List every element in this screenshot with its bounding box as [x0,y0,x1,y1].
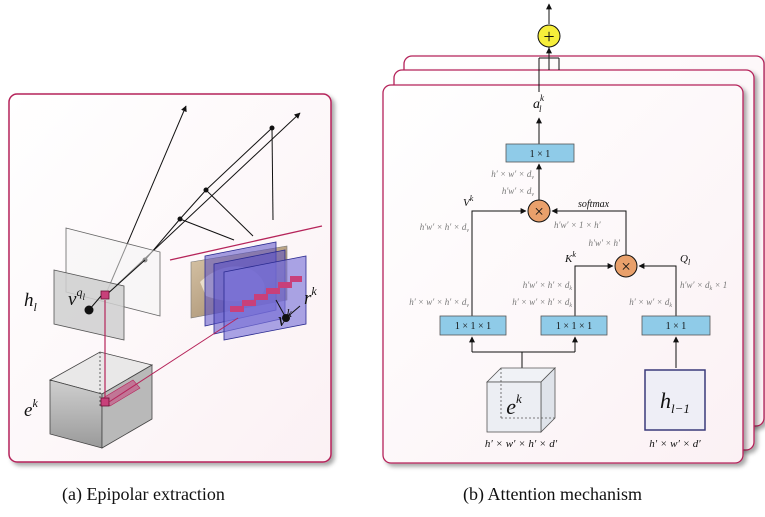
label-vk-b: Vk [463,194,474,209]
conv-v-block [439,315,507,336]
q-branch-arrow [638,263,677,316]
epipolar-samples [230,276,302,312]
query-to-target-line [108,317,239,403]
v-branch-arrow [471,208,527,316]
softmax-arrow [551,208,627,255]
dim-softmax: h′w′ × 1 × h′ [554,220,602,230]
dim-v-2: h′ × w′ × h′ × dv [409,297,469,309]
label-rk: rk [304,284,317,309]
cube-query-cell [100,397,110,407]
input-hl-1 [644,369,706,431]
conv-q-label: 1 × 1 [666,321,687,332]
label-hl-1: hl−1 [660,388,690,416]
feature-map-hl [53,269,125,341]
input-arrows [469,336,679,368]
conv-v-label: 1 × 1 × 1 [455,321,491,332]
label-vk: vk [278,306,292,331]
ek-dim: h′ × w′ × h′ × d′ [485,438,558,450]
conv-k-block [540,315,608,336]
hl-1-dim: h′ × w′ × d′ [649,438,701,450]
label-kk: Kk [564,250,576,265]
dim-k-1: h′w′ × h′ × dk [523,280,573,292]
panel-b-card-front [382,84,744,464]
linear-out-label: 1 × 1 [530,149,551,160]
dim-q-2: h′ × w′ × dk [629,297,672,309]
dim-v-1: h′w′ × h′ × dv [420,222,470,234]
label-ql: Ql [680,253,691,267]
query-cell [100,290,110,300]
softmax-label: softmax [578,199,610,210]
sum-node [537,24,561,48]
matmul-symbol-low: × [621,257,631,276]
matmul-node-low [614,254,638,278]
label-ek-b: ek [506,391,522,419]
conv-k-label: 1 × 1 × 1 [556,321,592,332]
matmul-symbol-top: × [534,202,544,221]
input-cube-ek [486,367,556,433]
label-hl: hl [24,290,38,314]
epipolar-line [169,225,323,261]
panel-a: hl vql ek rk vk [8,93,332,463]
k-branch-arrow [574,263,614,316]
feature-stack-rk [204,241,307,341]
conv-q-block [641,315,711,336]
dim-mul: h′w′ × h′ [589,238,622,248]
ray-through-hl [104,259,146,297]
caption-attention-mechanism: (b) Attention mechanism [463,484,642,504]
dim-k-2: h′ × w′ × h′ × dk [512,297,572,309]
dim-out-2: h′w′ × dv [502,186,535,198]
sum-arrows [538,3,560,92]
sum-symbol: + [543,26,554,48]
dim-out-1: h′ × w′ × dv [491,169,534,181]
linear-out-block [505,143,575,163]
matmul-node-top [527,199,551,223]
label-vq: vql [68,285,85,310]
label-ek: ek [24,396,38,421]
volume-cube-ek [48,351,154,449]
dim-q-1: h′w′ × dk × 1 [680,280,727,292]
caption-epipolar-extraction: (a) Epipolar extraction [62,484,225,504]
